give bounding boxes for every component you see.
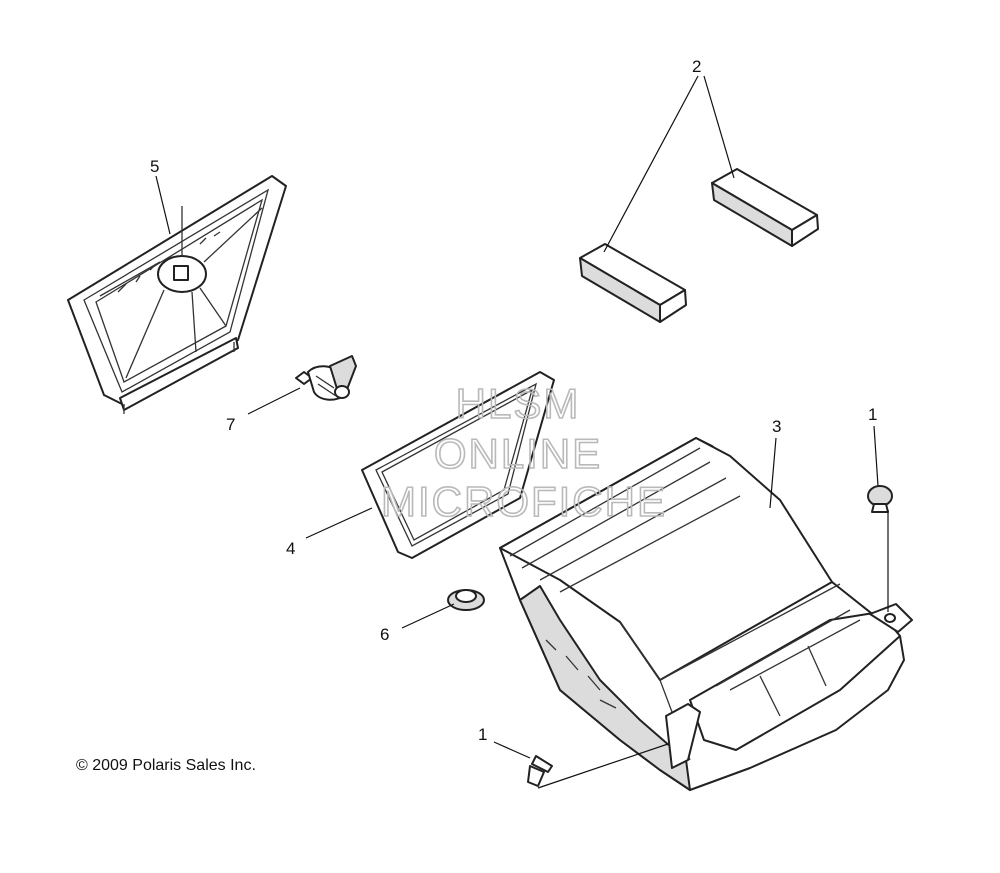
watermark-line2: ONLINE bbox=[434, 430, 602, 477]
watermark-line1: HLSM bbox=[456, 380, 581, 427]
watermark-line3: MICROFICHE bbox=[381, 478, 667, 525]
leader-4 bbox=[305, 507, 373, 539]
leader-2-right bbox=[703, 75, 735, 179]
gasket-part bbox=[361, 371, 555, 559]
leader-1-lower bbox=[493, 741, 531, 759]
latch-part bbox=[295, 355, 357, 401]
callout-1-lower: 1 bbox=[478, 725, 487, 744]
push-rivet-part-upper bbox=[867, 485, 893, 513]
pad-part-right bbox=[711, 168, 819, 247]
callout-3: 3 bbox=[772, 417, 781, 436]
callout-6: 6 bbox=[380, 625, 389, 644]
callout-2: 2 bbox=[692, 57, 701, 76]
push-rivet-part-lower bbox=[527, 755, 553, 787]
callouts: 2 5 7 3 1 4 6 1 bbox=[150, 57, 877, 744]
callout-1-upper: 1 bbox=[868, 405, 877, 424]
filter-frame-part bbox=[67, 175, 287, 414]
storage-box-part bbox=[499, 437, 913, 791]
callout-7: 7 bbox=[226, 415, 235, 434]
copyright-notice: © 2009 Polaris Sales Inc. bbox=[76, 757, 256, 774]
leader-1-lower-to-box bbox=[537, 743, 669, 789]
grommet-part bbox=[447, 589, 485, 611]
callout-4: 4 bbox=[286, 539, 295, 558]
leader-6 bbox=[401, 603, 455, 629]
leader-1-upper bbox=[873, 425, 879, 487]
leader-5 bbox=[155, 175, 171, 235]
leader-2-left bbox=[603, 75, 699, 253]
pad-part-left bbox=[579, 243, 687, 323]
leader-7 bbox=[247, 387, 301, 415]
watermark: HLSM ONLINE MICROFICHE bbox=[380, 379, 667, 526]
callout-5: 5 bbox=[150, 157, 159, 176]
leader-3 bbox=[769, 437, 777, 509]
leader-lines bbox=[155, 75, 889, 789]
